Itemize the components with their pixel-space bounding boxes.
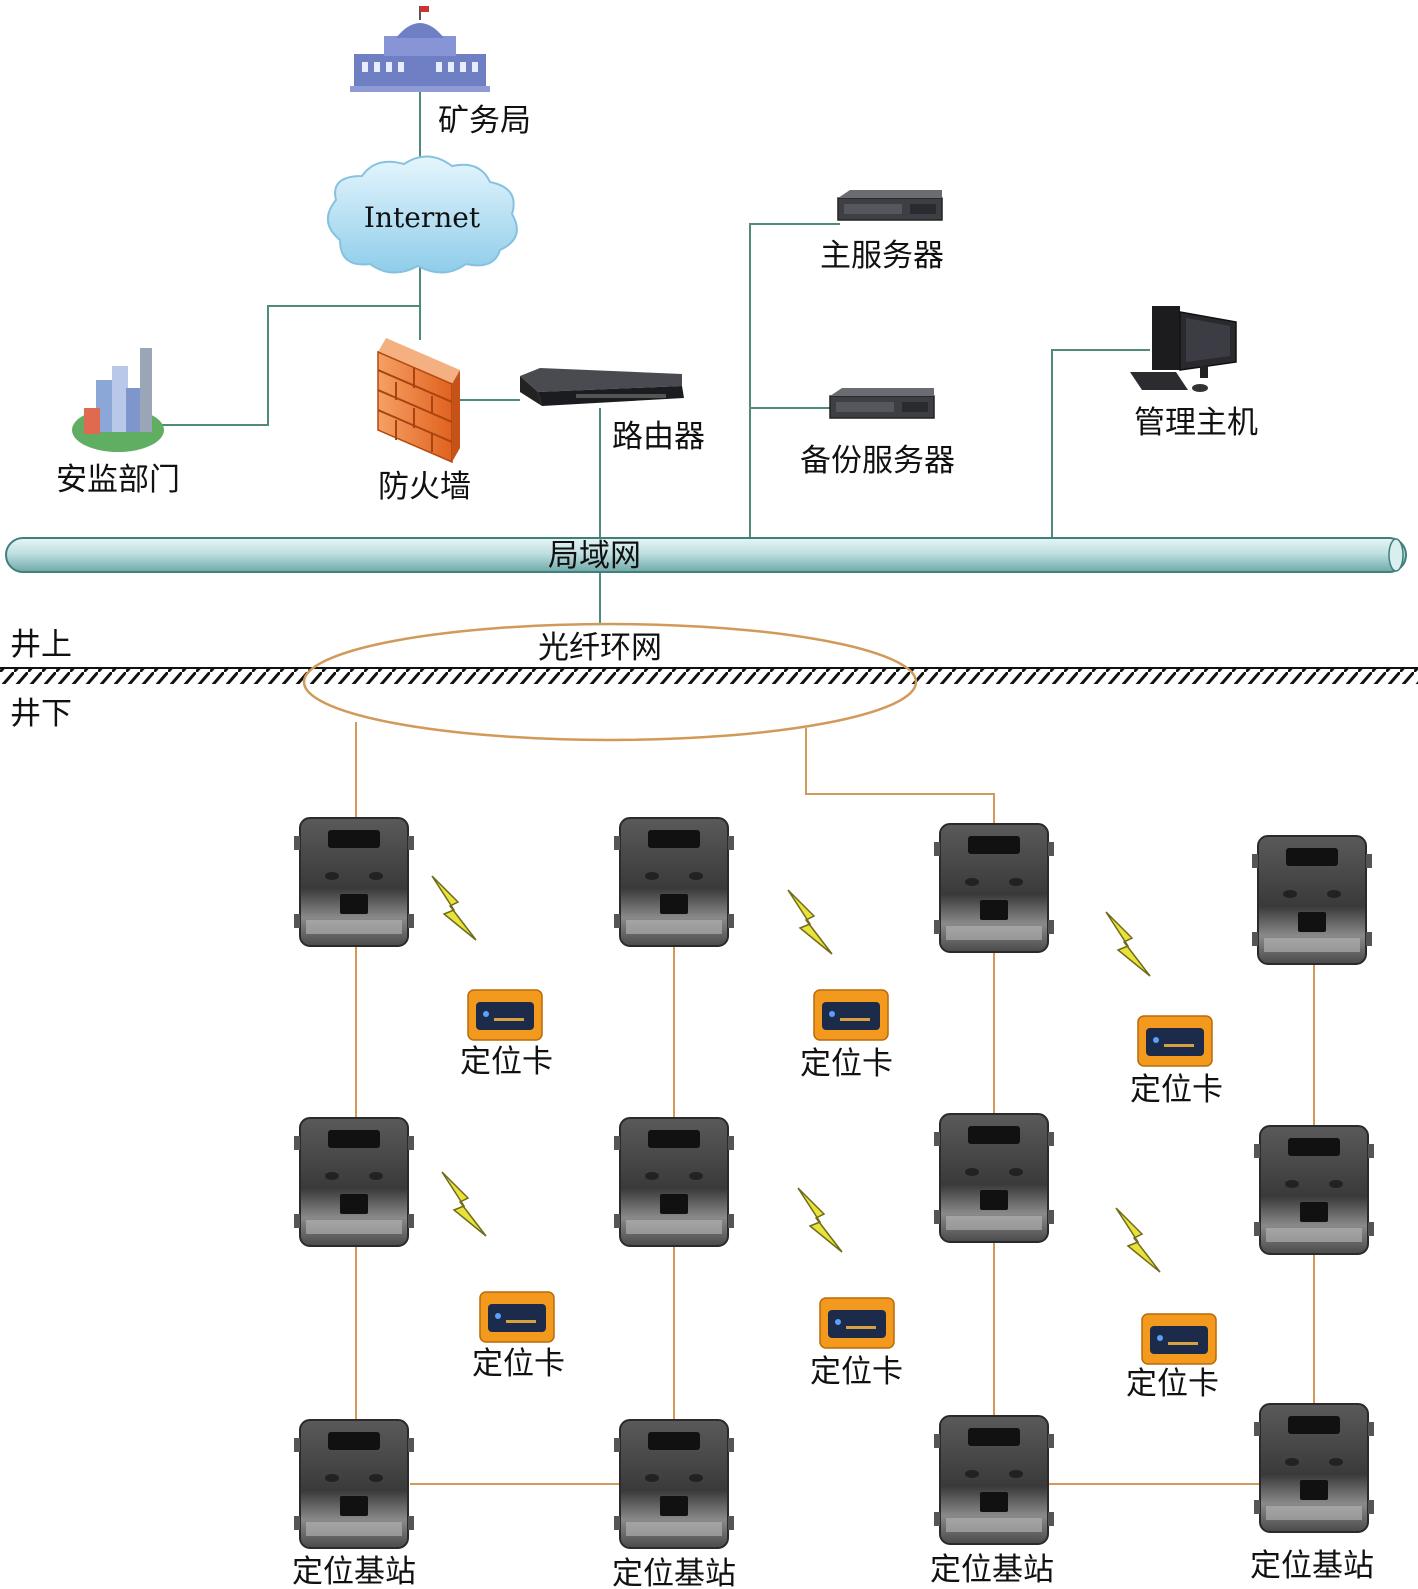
lan-label: 局域网	[548, 538, 641, 574]
wireless-signal-icon	[441, 1171, 487, 1237]
base-station	[933, 1113, 1055, 1243]
fiber-ring	[302, 622, 918, 742]
city-icon	[72, 348, 164, 452]
fiber-wire	[805, 728, 995, 824]
base-station	[1253, 1403, 1375, 1533]
base-station	[613, 817, 735, 947]
base-station	[933, 823, 1055, 953]
firewall-icon	[377, 338, 460, 464]
positioning-card	[813, 989, 889, 1041]
base-station-label: 定位基站	[612, 1556, 736, 1589]
safety-dept-label: 安监部门	[56, 462, 180, 498]
base-station	[293, 1419, 415, 1549]
wireless-signal-icon	[797, 1187, 843, 1253]
card-label: 定位卡	[1126, 1366, 1219, 1402]
router-icon	[520, 368, 684, 406]
positioning-card	[1141, 1313, 1217, 1365]
wireless-signal-icon	[431, 875, 477, 941]
computer-icon	[1130, 306, 1237, 392]
ground-divider	[0, 668, 1418, 684]
card-label: 定位卡	[810, 1354, 903, 1390]
server-icon	[829, 387, 935, 419]
positioning-card	[467, 989, 543, 1041]
server-icon	[837, 189, 943, 221]
cloud-icon	[327, 155, 518, 274]
base-station	[613, 1419, 735, 1549]
base-station-label: 定位基站	[1250, 1548, 1374, 1584]
admin-host-label: 管理主机	[1134, 405, 1258, 441]
wire-lan-main-server	[749, 223, 840, 538]
base-station-label: 定位基站	[930, 1552, 1054, 1588]
wireless-signal-icon	[1105, 911, 1151, 977]
wireless-signal-icon	[1115, 1207, 1161, 1273]
internet-label: Internet	[364, 201, 481, 234]
positioning-card	[1137, 1015, 1213, 1067]
wireless-signal-icon	[787, 889, 833, 955]
base-station	[613, 1117, 735, 1247]
card-label: 定位卡	[472, 1346, 565, 1382]
card-label: 定位卡	[1130, 1072, 1223, 1108]
firewall-label: 防火墙	[378, 469, 471, 505]
wire-lan-admin	[1051, 349, 1150, 538]
positioning-card	[479, 1291, 555, 1343]
card-label: 定位卡	[460, 1044, 553, 1080]
base-station	[293, 817, 415, 947]
router-label: 路由器	[612, 419, 705, 455]
card-label: 定位卡	[800, 1046, 893, 1082]
lan-pipe	[5, 537, 1407, 573]
base-station	[293, 1117, 415, 1247]
below-ground-label: 井下	[10, 696, 72, 732]
building-icon	[350, 6, 490, 92]
base-station-label: 定位基站	[292, 1554, 416, 1589]
backup-server-label: 备份服务器	[800, 443, 955, 479]
above-ground-label: 井上	[10, 627, 72, 663]
positioning-card	[819, 1297, 895, 1349]
fiber-ring-label: 光纤环网	[538, 630, 662, 666]
base-station	[933, 1415, 1055, 1545]
wire-internet-safety	[158, 305, 420, 426]
main-server-label: 主服务器	[820, 238, 944, 274]
mining-bureau-label: 矿务局	[438, 103, 531, 139]
base-station	[1253, 1125, 1375, 1255]
base-station	[1251, 835, 1373, 965]
